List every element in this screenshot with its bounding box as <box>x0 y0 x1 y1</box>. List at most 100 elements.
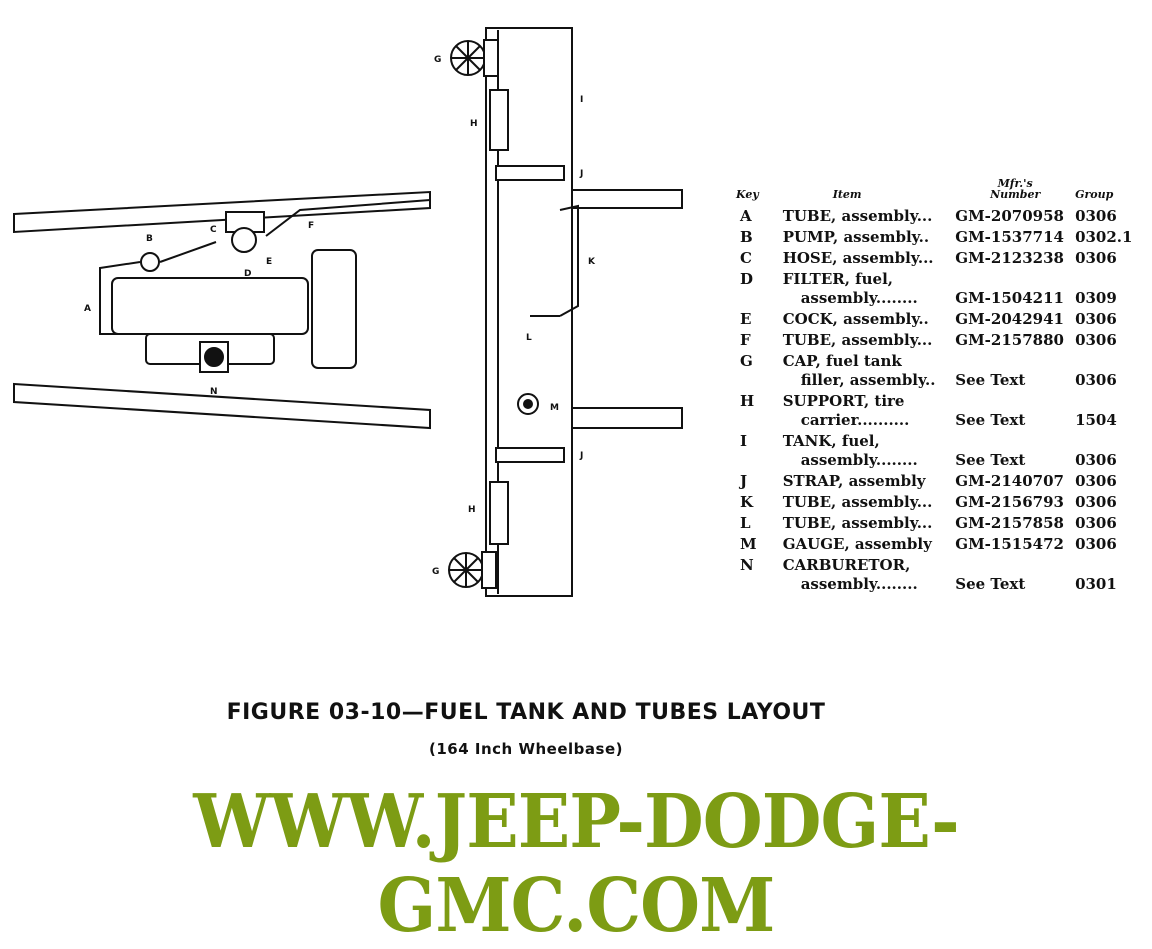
row-key: K <box>740 493 754 511</box>
fuel-pump <box>140 252 160 272</box>
row-item: FILTER, fuel,assembly........ <box>783 269 956 309</box>
row-mfr-number: GM-1504211 <box>955 289 1064 307</box>
fuel-tube-C <box>159 241 217 263</box>
row-key: A <box>740 207 752 225</box>
table-row: J STRAP, assembly GM-2140707 0306 <box>736 471 1136 492</box>
row-group: 0306 <box>1075 514 1117 532</box>
row-item-line: carrier.......... <box>800 411 910 429</box>
callout-M: M <box>550 403 559 413</box>
row-item-line: TUBE, assembly... <box>782 331 933 349</box>
header-key: Key <box>736 188 759 201</box>
tire-carrier-support-top <box>489 89 509 151</box>
row-item-line: FILTER, fuel, <box>782 270 894 288</box>
row-item: CARBURETOR,assembly........ <box>783 555 956 595</box>
row-mfr-number: GM-2123238 <box>955 249 1064 267</box>
row-key: L <box>740 514 751 532</box>
row-group: 0306 <box>1075 331 1117 349</box>
filler-cap-bottom <box>448 551 497 589</box>
row-item-line: TUBE, assembly... <box>782 514 933 532</box>
tire-carrier-support-bottom <box>489 481 509 545</box>
row-group: 0302.1 <box>1075 228 1133 246</box>
row-item: TUBE, assembly... <box>783 206 956 227</box>
row-item-line: TANK, fuel, <box>782 432 880 450</box>
parts-table: Key Item Mfr.'s Number Group A TUBE, asse… <box>736 178 1136 595</box>
row-group: 0306 <box>1075 371 1117 389</box>
table-row: L TUBE, assembly... GM-2157858 0306 <box>736 513 1136 534</box>
row-item-line: filler, assembly.. <box>800 371 936 389</box>
row-key: E <box>740 310 752 328</box>
figure-title: FIGURE 03-10—FUEL TANK AND TUBES LAYOUT <box>226 700 826 725</box>
row-item-line: CARBURETOR, <box>782 556 911 574</box>
row-mfr-number: GM-2157880 <box>955 331 1064 349</box>
row-item: TUBE, assembly... <box>783 513 956 534</box>
callout-D: D <box>244 269 251 279</box>
callout-E: E <box>266 257 272 267</box>
row-item-line: assembly........ <box>800 289 918 307</box>
upper-frame-rail <box>13 190 431 234</box>
row-key: M <box>740 535 757 553</box>
header-group: Group <box>1075 188 1114 201</box>
row-item-line: STRAP, assembly <box>782 472 926 490</box>
row-item-line: PUMP, assembly.. <box>782 228 930 246</box>
row-item: GAUGE, assembly <box>783 534 956 555</box>
header-item: Item <box>832 188 862 201</box>
row-mfr-number: GM-2156793 <box>955 493 1064 511</box>
callout-C: C <box>210 225 217 235</box>
row-mfr-number: GM-2070958 <box>955 207 1064 225</box>
row-key: C <box>740 249 752 267</box>
callout-L: L <box>526 333 532 343</box>
row-group: 0306 <box>1075 472 1117 490</box>
callout-G-top: G <box>434 55 441 65</box>
row-mfr-number: GM-2042941 <box>955 310 1064 328</box>
watermark: WWW.JEEP-DODGE-GMC.COM <box>193 779 959 949</box>
row-item-line: TUBE, assembly... <box>782 493 933 511</box>
callout-B: B <box>146 234 153 244</box>
row-item: TANK, fuel,assembly........ <box>783 431 956 471</box>
fuel-tube-K <box>559 204 579 317</box>
fuel-tube-F <box>265 199 431 237</box>
row-key: J <box>740 472 748 490</box>
row-item-line: HOSE, assembly... <box>782 249 934 267</box>
callout-K: K <box>588 257 596 267</box>
row-key: H <box>740 392 755 410</box>
row-mfr-number: GM-1537714 <box>955 228 1064 246</box>
row-item: STRAP, assembly <box>783 471 956 492</box>
row-mfr-number: See Text <box>955 575 1026 593</box>
row-mfr-number: GM-2140707 <box>955 472 1064 490</box>
row-item: TUBE, assembly... <box>783 492 956 513</box>
row-group: 0306 <box>1075 249 1117 267</box>
callout-J-bottom: J <box>579 451 583 461</box>
engine-block <box>111 277 309 335</box>
row-mfr-number: See Text <box>955 371 1026 389</box>
row-item-line: TUBE, assembly... <box>782 207 933 225</box>
row-item-line: SUPPORT, tire <box>782 392 905 410</box>
row-group: 0306 <box>1075 535 1117 553</box>
parts-table-header: Key Item Mfr.'s Number Group <box>736 178 1136 206</box>
row-group: 1504 <box>1075 411 1117 429</box>
row-group: 0306 <box>1075 451 1117 469</box>
row-mfr-number: GM-2157858 <box>955 514 1064 532</box>
callout-A: A <box>84 304 91 314</box>
row-item: HOSE, assembly... <box>783 248 956 269</box>
lower-frame-rail <box>13 382 431 430</box>
row-key: D <box>740 270 754 288</box>
callout-H-bottom: H <box>468 505 476 515</box>
callout-J-top: J <box>579 169 583 179</box>
row-key: G <box>740 352 753 370</box>
row-item-line: assembly........ <box>800 575 918 593</box>
filler-cap-top <box>450 39 499 77</box>
strap-bottom <box>495 447 565 463</box>
row-group: 0309 <box>1075 289 1117 307</box>
row-group: 0306 <box>1075 310 1117 328</box>
